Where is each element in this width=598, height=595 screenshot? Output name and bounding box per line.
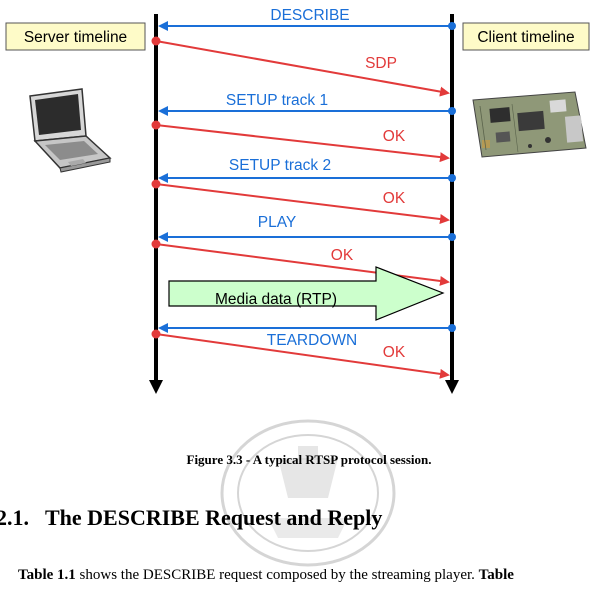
play-origin-dot bbox=[448, 233, 456, 241]
server-timeline-text: Server timeline bbox=[24, 29, 127, 46]
teardown-label: TEARDOWN bbox=[267, 332, 357, 349]
sdp-label: SDP bbox=[365, 55, 397, 72]
describe-origin-dot bbox=[448, 22, 456, 30]
ok-2-label: OK bbox=[383, 190, 406, 207]
sdp-arrow bbox=[156, 41, 448, 93]
media-data-arrow: Media data (RTP) bbox=[169, 267, 443, 320]
ok-3-label: OK bbox=[331, 247, 354, 264]
section-title: The DESCRIBE Request and Reply bbox=[45, 505, 382, 530]
ok-3-arrow bbox=[156, 244, 448, 282]
server-timeline-arrowhead bbox=[149, 380, 163, 394]
setup-track-2-origin-dot bbox=[448, 174, 456, 182]
ok-4-origin-dot bbox=[152, 330, 161, 339]
server-timeline-label: Server timeline bbox=[6, 23, 145, 50]
media-data-label: Media data (RTP) bbox=[215, 291, 337, 308]
setup-track-2-label: SETUP track 2 bbox=[229, 157, 331, 174]
client-timeline-text: Client timeline bbox=[477, 29, 574, 46]
setup-track-1-origin-dot bbox=[448, 107, 456, 115]
ok-4-label: OK bbox=[383, 344, 406, 361]
circuit-board-icon bbox=[473, 92, 586, 157]
section-number: 2.1. bbox=[0, 505, 29, 530]
laptop-icon bbox=[30, 89, 110, 172]
client-timeline-label: Client timeline bbox=[463, 23, 589, 50]
sdp-origin-dot bbox=[152, 37, 161, 46]
ok-1-label: OK bbox=[383, 128, 406, 145]
teardown-origin-dot bbox=[448, 324, 456, 332]
play-label: PLAY bbox=[258, 214, 297, 231]
setup-track-1-label: SETUP track 1 bbox=[226, 92, 328, 109]
table-reference-trailing: Table bbox=[479, 567, 514, 583]
section-heading: 2.1. The DESCRIBE Request and Reply bbox=[0, 505, 382, 531]
rtsp-sequence-diagram: Server timeline Client timeline DESCRIBE… bbox=[0, 0, 598, 445]
ok-2-origin-dot bbox=[152, 180, 161, 189]
ok-1-origin-dot bbox=[152, 121, 161, 130]
paragraph-text: shows the DESCRIBE request composed by t… bbox=[76, 567, 479, 583]
client-timeline-arrowhead bbox=[445, 380, 459, 394]
describe-label: DESCRIBE bbox=[270, 7, 349, 24]
body-paragraph: Table 1.1 shows the DESCRIBE request com… bbox=[18, 567, 514, 584]
university-seal-icon bbox=[218, 418, 398, 568]
figure-caption: Figure 3.3 - A typical RTSP protocol ses… bbox=[0, 452, 598, 468]
table-reference: Table 1.1 bbox=[18, 567, 76, 583]
ok-3-origin-dot bbox=[152, 240, 161, 249]
